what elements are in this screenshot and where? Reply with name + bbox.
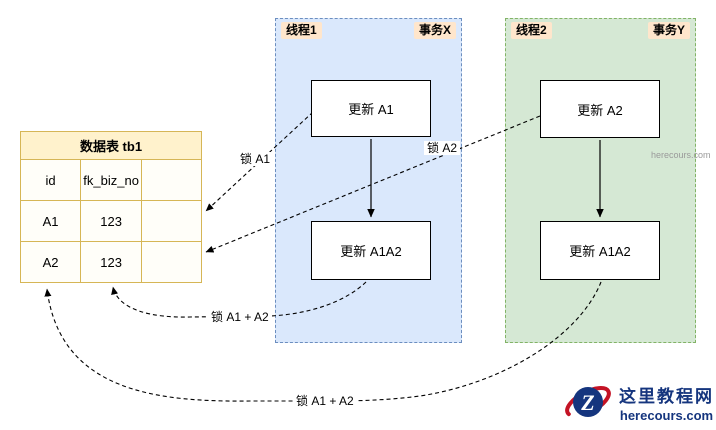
table-row: A2 123 [19, 241, 202, 283]
db-table-title: 数据表 tb1 [20, 131, 202, 160]
site-logo-icon: Z [565, 386, 611, 418]
cell-a2-fk: 123 [80, 241, 143, 283]
transaction-x-badge: 事务X [413, 22, 456, 39]
lock-a1-label: 锁 A1 [237, 152, 274, 166]
watermark-domain: herecours.com [619, 407, 714, 423]
thread1-panel: 线程1 事务X [275, 18, 462, 343]
cell-a2-empty [141, 241, 202, 283]
node-update-a1: 更新 A1 [311, 80, 431, 137]
cell-a2-id: A2 [19, 241, 82, 283]
watermark-brand: 这里教程网 [619, 386, 714, 406]
cell-a1-fk: 123 [80, 200, 143, 242]
db-table-header-row: id fk_biz_no [19, 159, 202, 201]
transaction-y-badge: 事务Y [647, 22, 690, 39]
node-update-a1a2-thread1: 更新 A1A2 [311, 221, 431, 280]
logo-letter: Z [580, 390, 594, 415]
lock-a1a2-thread1-label: 锁 A1 + A2 [208, 310, 272, 324]
col-header-empty [141, 159, 202, 201]
lock-a1a2-thread2-label: 锁 A1 + A2 [293, 394, 357, 408]
cell-a1-empty [141, 200, 202, 242]
col-header-fk-biz-no: fk_biz_no [80, 159, 143, 201]
col-header-id: id [19, 159, 82, 201]
db-table-tb1: 数据表 tb1 id fk_biz_no A1 123 A2 123 [19, 131, 202, 283]
side-watermark-text: herecours.com [651, 150, 711, 160]
db-table-title-row: 数据表 tb1 [20, 131, 202, 160]
table-row: A1 123 [19, 200, 202, 242]
thread2-panel: 线程2 事务Y [505, 18, 696, 343]
thread1-badge: 线程1 [281, 22, 322, 39]
node-update-a1a2-thread2: 更新 A1A2 [540, 221, 660, 280]
thread2-badge: 线程2 [511, 22, 552, 39]
watermark-text-block: 这里教程网 herecours.com [619, 382, 714, 423]
node-update-a2: 更新 A2 [540, 80, 660, 138]
cell-a1-id: A1 [19, 200, 82, 242]
lock-a2-label: 锁 A2 [424, 141, 461, 155]
site-watermark: Z 这里教程网 herecours.com [563, 376, 715, 428]
